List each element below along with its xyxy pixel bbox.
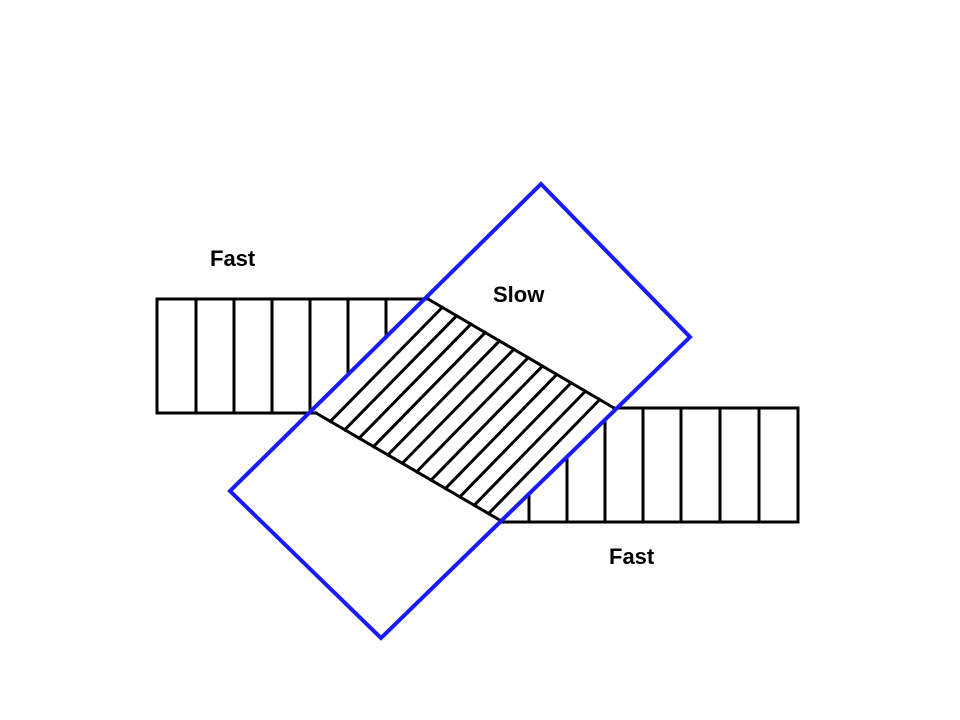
slow-medium-band: [313, 296, 617, 525]
wavefronts-slow: [328, 305, 602, 516]
wavefront-line: [472, 389, 588, 508]
slow-band-bottom-edge: [313, 410, 506, 525]
slow-label: Slow: [493, 282, 545, 307]
fast-label-top: Fast: [210, 246, 256, 271]
wavefronts-fast-incoming: [194, 297, 388, 415]
fast-label-bottom: Fast: [609, 544, 655, 569]
wavefront-line: [400, 347, 516, 466]
wavefront-line: [428, 363, 545, 483]
slow-band-top-edge: [425, 296, 617, 411]
slow-medium-boundary: [227, 181, 693, 641]
wavefront-line: [486, 397, 602, 516]
wavefront-line: [443, 372, 559, 491]
fast-medium-band-outgoing: [501, 406, 800, 524]
wavefront-line: [414, 355, 531, 474]
wavefronts-fast-outgoing: [527, 406, 761, 524]
wavefront-line: [385, 338, 502, 458]
wavefront-line: [371, 330, 488, 449]
wavefront-line: [328, 305, 445, 424]
wavefront-line: [457, 380, 574, 499]
fast-medium-band-incoming: [155, 297, 430, 415]
wavefront-line: [357, 322, 474, 441]
wavefront-line: [342, 313, 459, 432]
